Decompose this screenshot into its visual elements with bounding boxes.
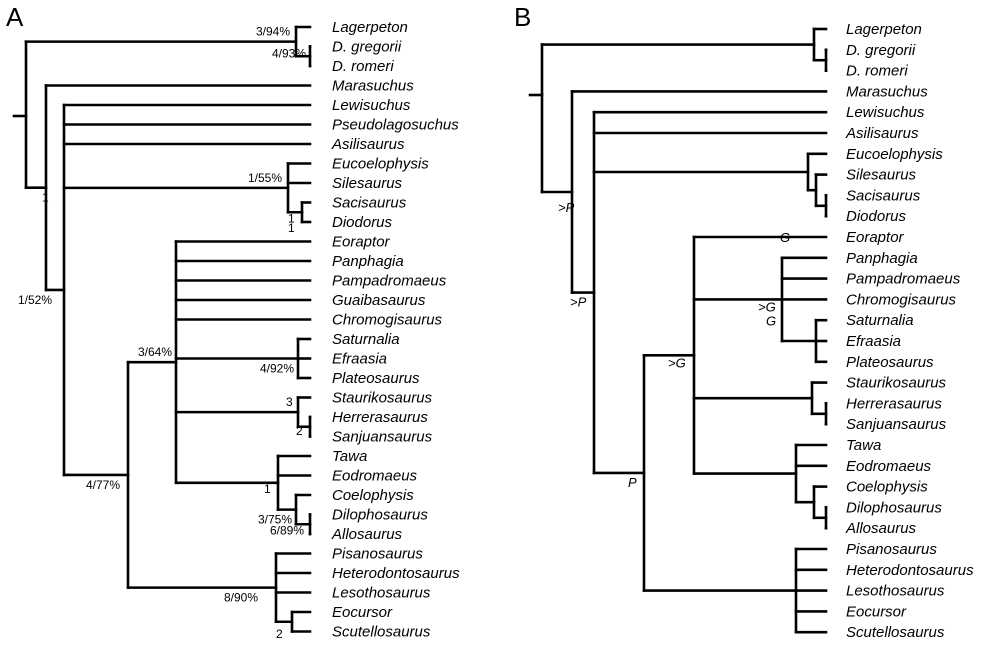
node-label-eocA: 2 <box>276 627 283 641</box>
taxon-pampadromaeus: Pampadromaeus <box>846 271 961 288</box>
taxon-marasuchus: Marasuchus <box>846 83 928 100</box>
node-label-herrSubA: 2 <box>296 424 303 438</box>
taxon-chromogisaurus: Chromogisaurus <box>846 291 957 308</box>
taxon-diodorus: Diodorus <box>846 208 907 225</box>
taxon-staurikosaurus: Staurikosaurus <box>846 375 947 392</box>
node-label-ornA: 8/90% <box>224 591 258 605</box>
taxon-eoraptor: Eoraptor <box>332 234 391 251</box>
taxon-eucoelophysis: Eucoelophysis <box>846 146 943 163</box>
node-label-saurB: >G <box>668 355 686 370</box>
node-label-sacA: 1 <box>288 211 295 225</box>
taxon-lewisuchus: Lewisuchus <box>332 97 411 114</box>
node-label2-sauroB: G <box>766 313 776 328</box>
taxon-lagerpeton: Lagerpeton <box>332 19 408 36</box>
node-label-dilA: 6/89% <box>270 523 304 537</box>
taxon-lesothosaurus: Lesothosaurus <box>332 585 431 602</box>
panel-b: B Lagerpeton D. gregorii D. romeriMarasuchu… <box>514 2 974 641</box>
taxon-eucoelophysis: Eucoelophysis <box>332 156 429 173</box>
taxon-d-romeri: D. romeri <box>846 63 908 80</box>
taxon-plateosaurus: Plateosaurus <box>846 354 934 371</box>
taxon-coelophysis: Coelophysis <box>846 479 928 496</box>
taxon-scutellosaurus: Scutellosaurus <box>332 624 431 641</box>
taxon-marasuchus: Marasuchus <box>332 78 414 95</box>
taxon-asilisaurus: Asilisaurus <box>845 125 919 142</box>
taxon-tawa: Tawa <box>846 437 881 454</box>
panel-letter-b: B <box>514 2 531 32</box>
taxon-lagerpeton: Lagerpeton <box>846 21 922 38</box>
taxon-allosaurus: Allosaurus <box>845 520 917 537</box>
taxon-sacisaurus: Sacisaurus <box>332 195 407 212</box>
taxon-d-gregorii: D. gregorii <box>846 42 916 59</box>
node-label2-sacA: 1 <box>288 221 295 235</box>
node-label-dinoformB: >P <box>558 200 575 215</box>
taxon-saturnalia: Saturnalia <box>846 312 914 329</box>
taxon-allosaurus: Allosaurus <box>331 526 403 543</box>
branch-marker-eoraptor: G <box>780 230 790 245</box>
taxon-coelophysis: Coelophysis <box>332 487 414 504</box>
node-label-dinoformA: 1 <box>42 191 49 205</box>
taxon-eodromaeus: Eodromaeus <box>332 468 418 485</box>
taxon-lesothosaurus: Lesothosaurus <box>846 583 945 600</box>
taxon-chromogisaurus: Chromogisaurus <box>332 312 443 329</box>
taxon-dilophosaurus: Dilophosaurus <box>846 499 942 516</box>
taxon-heterodontosaurus: Heterodontosaurus <box>846 562 974 579</box>
taxon-asilisaurus: Asilisaurus <box>331 136 405 153</box>
taxon-silesaurus: Silesaurus <box>846 167 917 184</box>
taxon-pseudolagosuchus: Pseudolagosuchus <box>332 117 459 134</box>
taxon-staurikosaurus: Staurikosaurus <box>332 390 433 407</box>
node-label-dinoA: 4/93% <box>272 46 306 60</box>
taxon-diodorus: Diodorus <box>332 214 393 231</box>
taxon-panphagia: Panphagia <box>846 250 918 267</box>
node-label-sileA: 1/55% <box>248 171 282 185</box>
node-label-platA: 4/92% <box>260 362 294 376</box>
taxon-silesaurus: Silesaurus <box>332 175 403 192</box>
taxon-pampadromaeus: Pampadromaeus <box>332 273 447 290</box>
taxon-plateosaurus: Plateosaurus <box>332 370 420 387</box>
node-label-saurA: 3/64% <box>138 345 172 359</box>
taxon-herrerasaurus: Herrerasaurus <box>846 395 942 412</box>
taxon-scutellosaurus: Scutellosaurus <box>846 624 945 641</box>
node-label-dinosauriformA: 1/52% <box>18 293 52 307</box>
taxon-pisanosaurus: Pisanosaurus <box>846 541 937 558</box>
taxon-heterodontosaurus: Heterodontosaurus <box>332 565 460 582</box>
taxon-eocursor: Eocursor <box>332 604 393 621</box>
taxon-herrerasaurus: Herrerasaurus <box>332 409 428 426</box>
node-label-coelA: 3/75% <box>258 513 292 527</box>
node-label-dinoCladeB: P <box>628 475 637 490</box>
node-label-lagA: 3/94% <box>256 25 290 39</box>
taxon-eodromaeus: Eodromaeus <box>846 458 932 475</box>
taxon-d-romeri: D. romeri <box>332 58 394 75</box>
taxon-dilophosaurus: Dilophosaurus <box>332 507 428 524</box>
taxon-eocursor: Eocursor <box>846 603 907 620</box>
node-label-theroA: 1 <box>264 482 271 496</box>
node-label-dinoCladeA: 4/77% <box>86 478 120 492</box>
taxon-tawa: Tawa <box>332 448 367 465</box>
taxon-sanjuansaurus: Sanjuansaurus <box>846 416 947 433</box>
taxon-d-gregorii: D. gregorii <box>332 39 402 56</box>
taxon-panphagia: Panphagia <box>332 253 404 270</box>
panel-letter-a: A <box>6 2 24 32</box>
node-label-dinosauriformB: >P <box>570 295 587 310</box>
taxon-lewisuchus: Lewisuchus <box>846 104 925 121</box>
taxon-eoraptor: Eoraptor <box>846 229 905 246</box>
taxon-sacisaurus: Sacisaurus <box>846 187 921 204</box>
taxon-efraasia: Efraasia <box>332 351 387 368</box>
taxon-pisanosaurus: Pisanosaurus <box>332 546 423 563</box>
taxon-efraasia: Efraasia <box>846 333 901 350</box>
taxon-guaibasaurus: Guaibasaurus <box>332 292 426 309</box>
taxon-sanjuansaurus: Sanjuansaurus <box>332 429 433 446</box>
taxon-saturnalia: Saturnalia <box>332 331 400 348</box>
node-label-herrA: 3 <box>286 395 293 409</box>
panel-a: A Lagerpeton D. gregorii D. romeri 4/93% 3/94… <box>6 2 460 641</box>
node-label-sauroB: >G <box>758 299 776 314</box>
